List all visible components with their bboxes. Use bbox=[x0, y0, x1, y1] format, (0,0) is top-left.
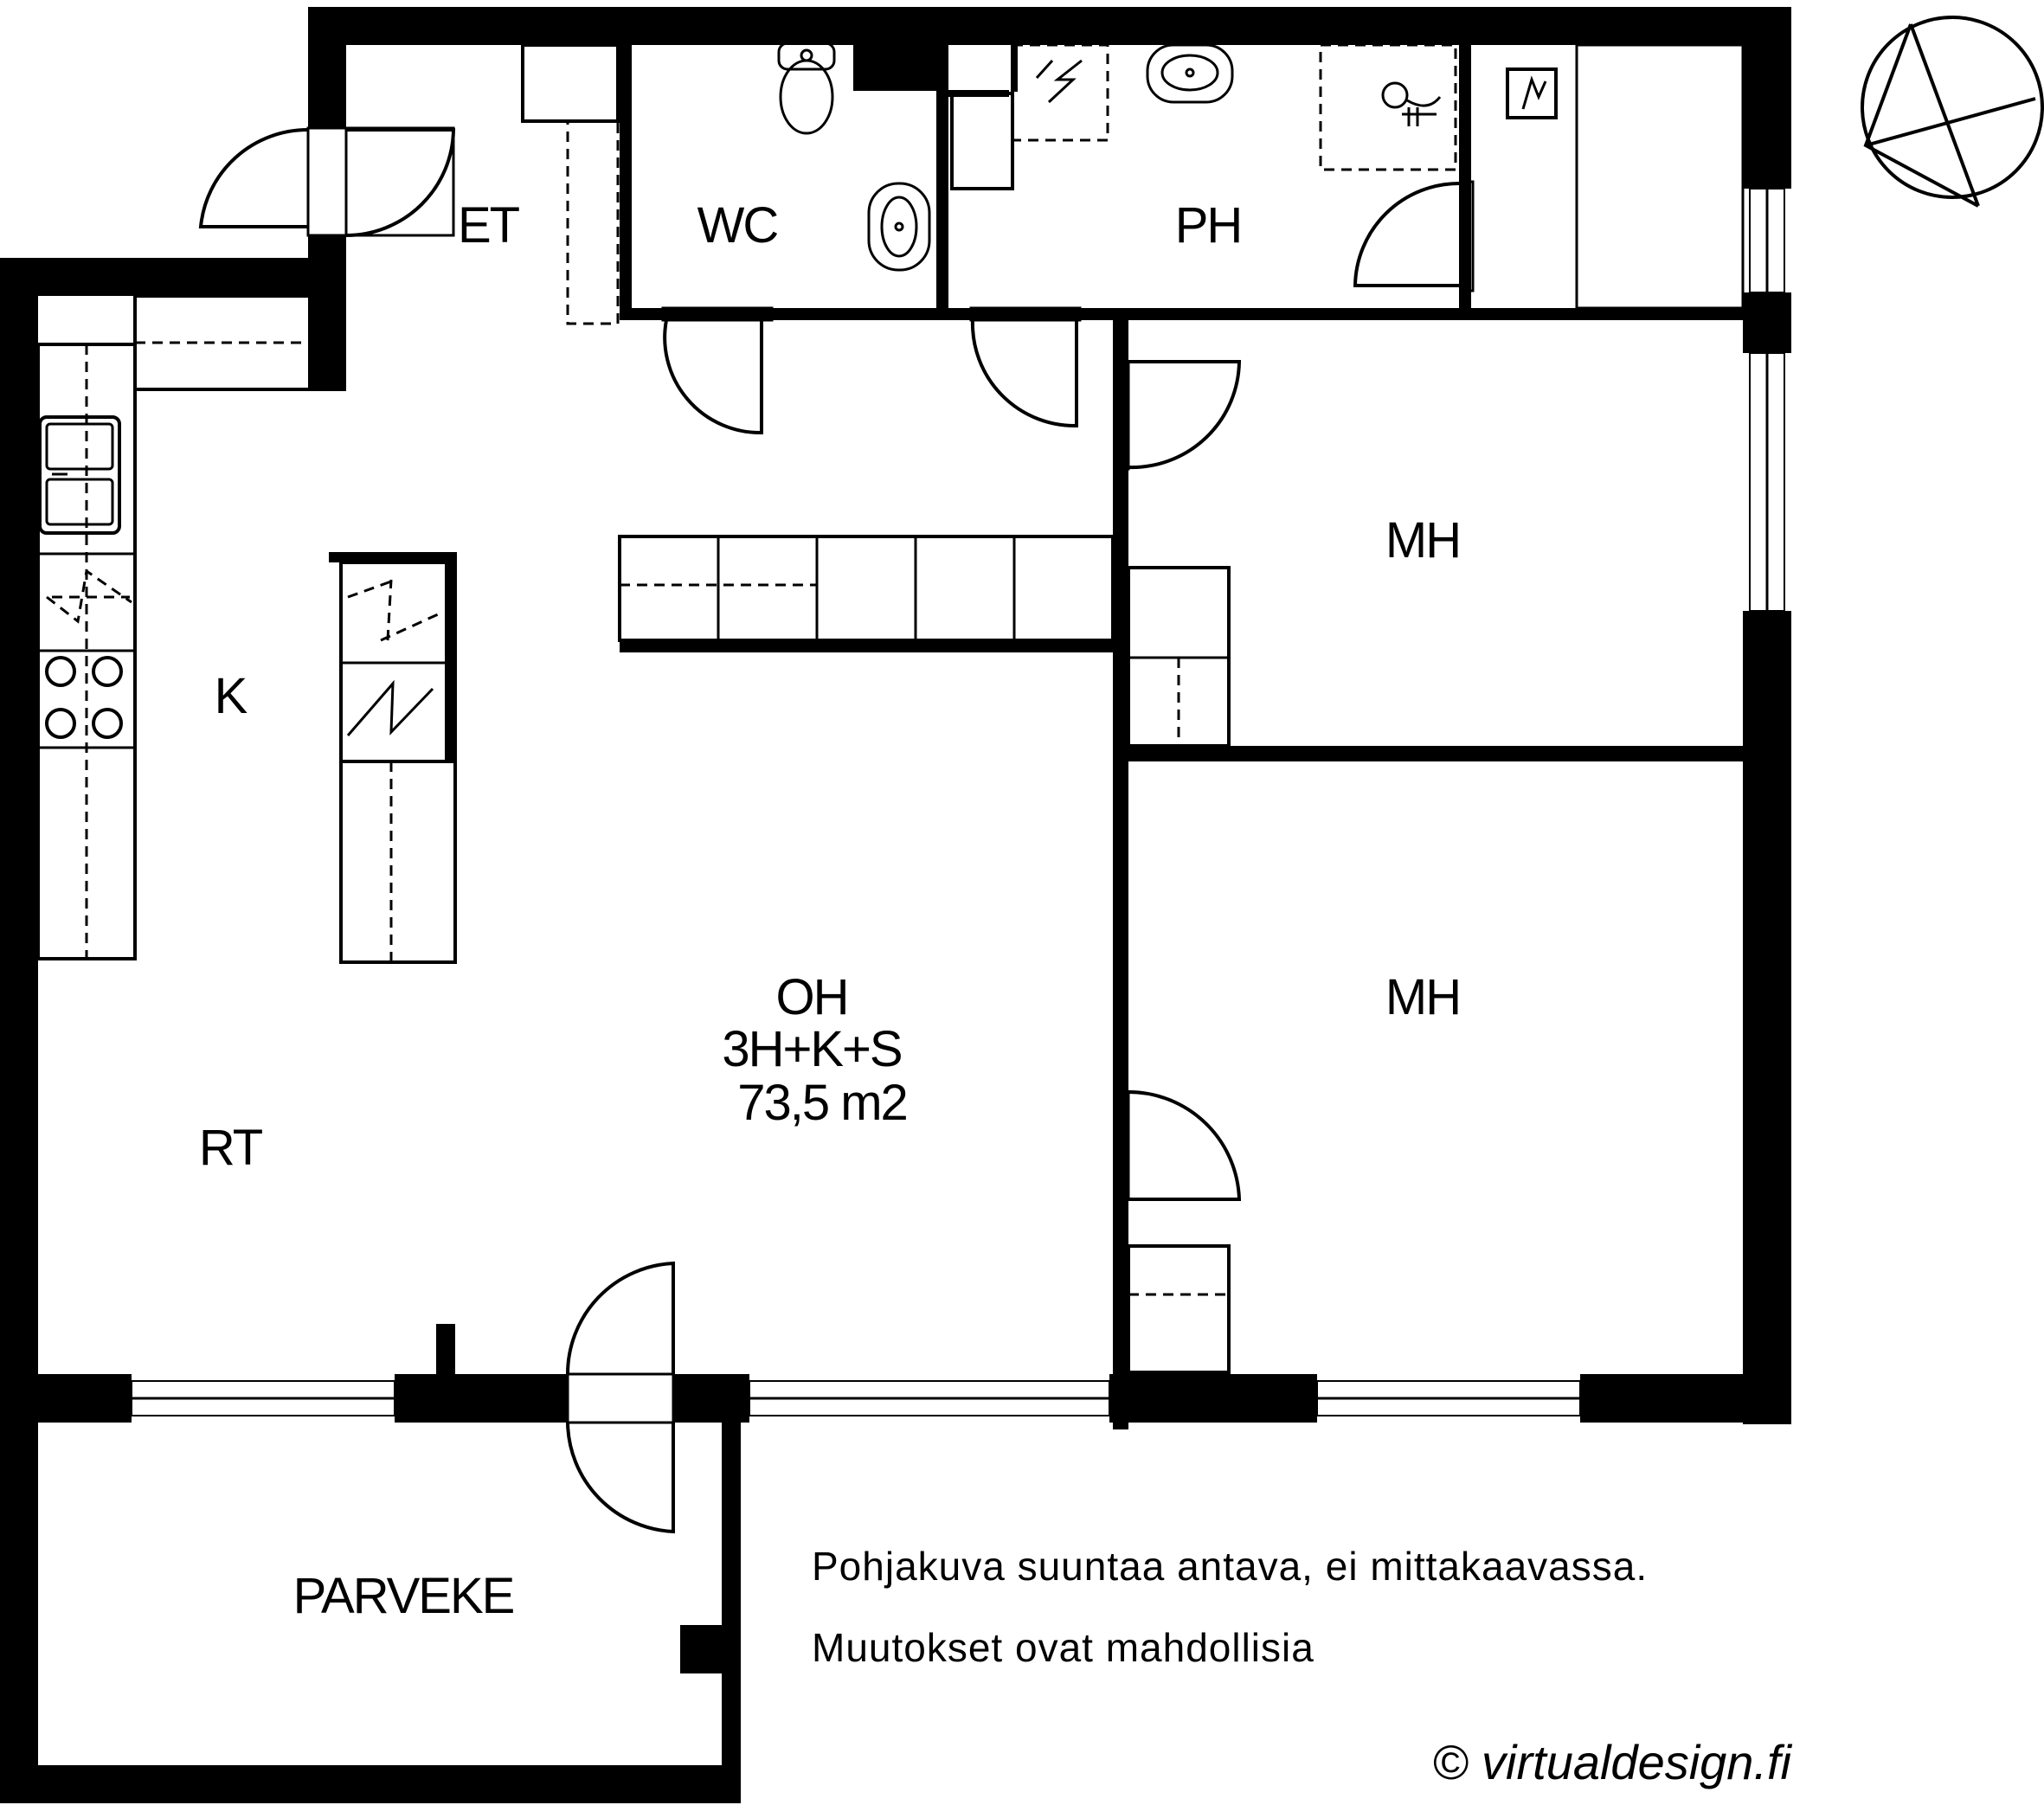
sink-icon bbox=[867, 182, 931, 272]
room-label-wc: WC bbox=[697, 197, 778, 254]
disclaimer-line-2: Muutokset ovat mahdollisia bbox=[812, 1625, 1314, 1670]
north-arrow-icon bbox=[1861, 16, 2044, 208]
copyright-credit: © virtualdesign.fi bbox=[1432, 1735, 1792, 1789]
fixtures bbox=[36, 42, 1745, 1374]
shower-icon bbox=[1381, 81, 1442, 126]
apartment-area: 73,5 m2 bbox=[737, 1075, 907, 1131]
room-label-k: K bbox=[215, 668, 248, 724]
sauna-bench bbox=[1575, 43, 1745, 310]
electric-panel-icon bbox=[1506, 67, 1558, 119]
room-label-oh: OH bbox=[776, 969, 848, 1025]
room-label-ph: PH bbox=[1175, 197, 1242, 254]
toilet-icon bbox=[777, 42, 836, 135]
room-label-mh-1: MH bbox=[1385, 512, 1460, 568]
sink-icon bbox=[38, 415, 121, 535]
room-labels: ET WC PH K MH MH OH 3H+K+S 73,5 m2 RT PA… bbox=[199, 197, 1462, 1624]
walls bbox=[0, 7, 1791, 1803]
windows bbox=[131, 188, 1785, 1416]
apartment-type: 3H+K+S bbox=[722, 1021, 902, 1077]
stove-icon bbox=[45, 656, 123, 739]
room-label-parveke: PARVEKE bbox=[293, 1568, 514, 1624]
room-label-rt: RT bbox=[199, 1120, 263, 1176]
disclaimer-line-1: Pohjakuva suuntaa antava, ei mittakaavas… bbox=[812, 1544, 1648, 1589]
doors bbox=[198, 126, 1475, 1534]
sink-icon bbox=[1146, 43, 1234, 104]
room-label-mh-2: MH bbox=[1385, 969, 1460, 1025]
room-label-et: ET bbox=[458, 197, 520, 254]
